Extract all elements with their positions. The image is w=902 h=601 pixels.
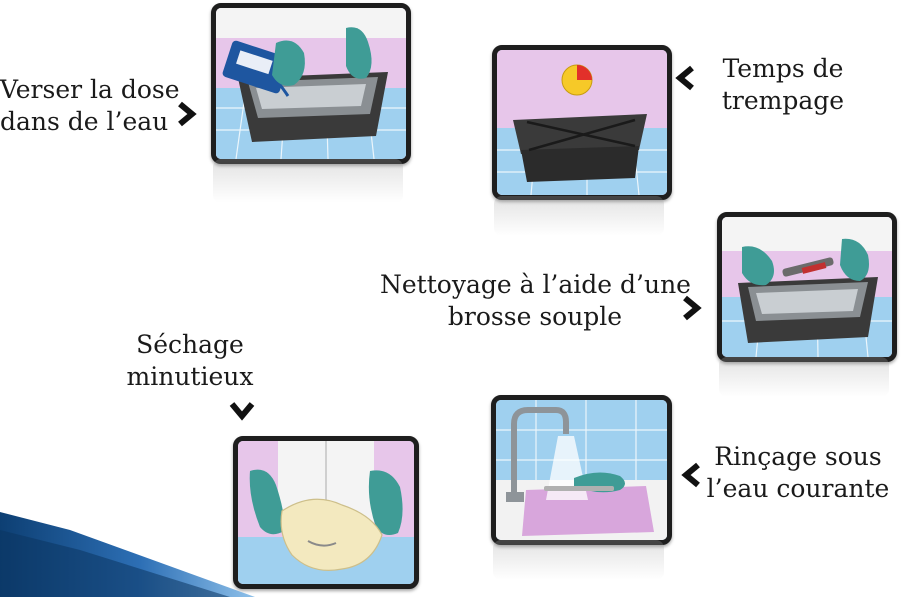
step1-image-pour-dose [211, 3, 411, 164]
step5-label-line2: minutieux [126, 362, 254, 391]
step1-label-line2: dans de l’eau [0, 107, 169, 136]
step4-label: Rinçage sous l’eau courante [705, 441, 891, 505]
step1-label: Verser la dose dans de l’eau [0, 74, 180, 138]
step4-label-line1: Rinçage sous [714, 442, 882, 471]
step4-image-reflection [493, 540, 664, 580]
step1-label-line1: Verser la dose [0, 75, 180, 104]
step5-image-drying [233, 436, 419, 589]
step4-image-rinsing [491, 395, 672, 545]
step3-image-brushing [717, 212, 897, 362]
step3-label-line1: Nettoyage à l’aide d’une [380, 270, 691, 299]
step3-label: Nettoyage à l’aide d’une brosse souple [380, 269, 691, 333]
step2-image-reflection [494, 196, 664, 236]
chevron-left-icon [673, 64, 697, 92]
step2-label-line2: trempage [721, 86, 845, 115]
step3-image-reflection [719, 357, 889, 397]
step2-label: Temps de trempage [700, 53, 866, 117]
chevron-right-icon [680, 294, 704, 322]
step2-image-soaking-timer [492, 45, 672, 200]
chevron-left-icon [679, 461, 703, 489]
step3-label-line2: brosse souple [447, 302, 623, 331]
step1-image-reflection [213, 159, 403, 203]
decorative-corner-ribbon [0, 500, 260, 597]
step5-label-line1: Séchage [136, 330, 244, 359]
chevron-right-icon [175, 100, 199, 128]
chevron-down-icon [228, 399, 256, 423]
step4-label-line2: l’eau courante [706, 474, 890, 503]
step5-label: Séchage minutieux [110, 329, 270, 393]
step2-label-line1: Temps de [722, 54, 844, 83]
